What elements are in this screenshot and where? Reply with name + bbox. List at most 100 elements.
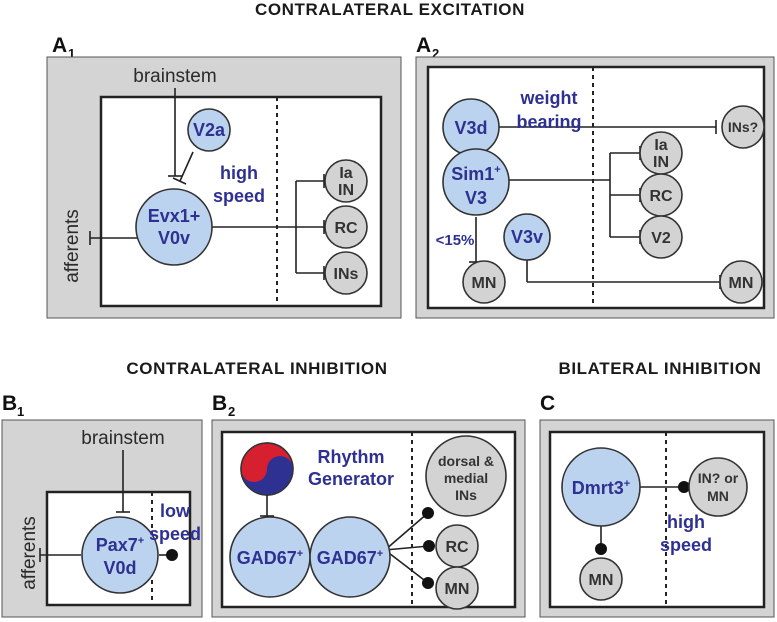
a1-v0v-label: V0v [158, 228, 190, 248]
a1-evx1-label: Evx1+ [148, 206, 201, 226]
yin-yang-blue-half [241, 456, 293, 495]
b1-pax7-superscript: + [138, 535, 144, 547]
panel-b1-letter: B [2, 392, 17, 415]
a2-rc-label: RC [649, 188, 673, 205]
panel-a1-subscript: 1 [68, 46, 75, 61]
panel-b1-subscript: 1 [17, 404, 24, 419]
a1-afferents-label: afferents [62, 209, 83, 283]
a2-v3v-label: V3v [511, 227, 543, 247]
a2-v3v-cell [503, 213, 551, 261]
panel-b1: B 1 brainstem afferents Pax7+ V0d low sp… [1, 392, 203, 618]
b2-terminal-dorsal [422, 507, 434, 519]
b1-speed-label-line2: speed [149, 524, 201, 544]
panel-a1: A 1 brainstem afferents V2a Evx1+ V0v hi… [46, 34, 402, 319]
b2-gad67-left-text: GAD67 [237, 548, 297, 568]
a1-speed-label-line2: speed [213, 186, 265, 206]
b2-dorsal-label: dorsal & [438, 453, 494, 469]
c-target-label-line2: MN [707, 488, 729, 504]
a1-speed-label-line1: high [220, 163, 258, 183]
c-target-cell [688, 457, 748, 517]
c-speed-label-line2: speed [660, 535, 712, 555]
c-dmrt3-label: Dmrt3+ [572, 478, 630, 498]
b1-speed-label-line1: low [160, 501, 191, 521]
a2-v3-label: V3 [465, 188, 487, 208]
panel-a2-letter: A [416, 34, 431, 57]
a2-v3d-label: V3d [454, 118, 487, 138]
b1-afferents-label: afferents [19, 516, 40, 590]
a2-bearing-label: bearing [516, 112, 581, 132]
a1-v2a-terminal [172, 177, 187, 185]
a1-rc-cell [324, 205, 368, 249]
panel-b2-letter: B [212, 392, 227, 415]
b2-gad67-right-cell [309, 516, 391, 598]
a2-mn-left-label: MN [472, 275, 497, 292]
b1-v0d-label: V0d [103, 558, 136, 578]
a1-ia-in-cell [324, 159, 368, 203]
b2-rc-label: RC [445, 539, 469, 556]
a2-v2-cell [639, 215, 683, 259]
b2-terminal-rc [423, 540, 435, 552]
b2-gad67-left-label: GAD67+ [237, 548, 303, 568]
c-terminal-ipsilateral [595, 543, 607, 555]
b2-generator-label: Generator [308, 469, 394, 489]
panel-c: C Dmrt3+ IN? or MN high speed MN [539, 392, 775, 618]
a1-v2a-cell [187, 108, 231, 152]
a1-evx1-cell [135, 188, 213, 266]
heading-bilateral-inhibition: BILATERAL INHIBITION [558, 359, 761, 378]
a1-ins-cell [324, 251, 368, 295]
panel-b2: B 2 Rhythm Generator GAD67+ GAD67+ dorsa… [211, 392, 526, 618]
b1-inhibitory-terminal [166, 549, 178, 561]
b2-gad67-left-superscript: + [297, 548, 303, 560]
a2-sim1-label: Sim1+ [451, 164, 500, 184]
a2-sim1-superscript: + [494, 164, 500, 176]
b2-gad67-right-superscript: + [377, 548, 383, 560]
b2-rhythm-label: Rhythm [318, 447, 385, 467]
b2-medial-label: medial [444, 470, 488, 486]
a1-rc-label: RC [334, 220, 358, 237]
a1-in-label: IN [338, 182, 354, 199]
a2-ins-q-cell [721, 105, 765, 149]
panel-b2-subscript: 2 [228, 404, 235, 419]
b2-axon-mn [384, 549, 429, 584]
c-dmrt3-superscript: + [624, 478, 630, 490]
a2-in-label: IN [653, 154, 669, 171]
c-dmrt3-text: Dmrt3 [572, 478, 624, 498]
a2-sim1-text: Sim1 [451, 164, 494, 184]
c-dmrt3-cell [561, 447, 641, 527]
a1-ins-label: INs [334, 266, 359, 283]
a1-ia-label: Ia [339, 165, 352, 182]
a2-sim1-cell [442, 148, 510, 216]
a2-percent-label: <15% [436, 232, 475, 249]
c-mn-cell [579, 557, 623, 601]
a1-brainstem-label: brainstem [133, 66, 216, 87]
panel-a1-letter: A [52, 34, 67, 57]
c-target-label-line1: IN? or [698, 470, 739, 486]
c-mn-label: MN [589, 572, 614, 589]
a1-v2a-projection [179, 151, 194, 182]
b2-axon-rc [384, 545, 430, 551]
b1-pax7-cell [81, 516, 159, 594]
heading-contralateral-excitation: CONTRALATERAL EXCITATION [255, 0, 525, 19]
heading-contralateral-inhibition: CONTRALATERAL INHIBITION [126, 359, 387, 378]
a2-ia-label: Ia [654, 137, 667, 154]
a1-v2a-label: V2a [193, 120, 226, 140]
b1-brainstem-label: brainstem [81, 428, 164, 449]
b1-pax7-text: Pax7 [96, 535, 138, 555]
a2-mn-right-label: MN [729, 275, 754, 292]
b2-mn-cell [435, 566, 479, 610]
b2-gad67-right-text: GAD67 [317, 548, 377, 568]
panel-a2-subscript: 2 [432, 46, 439, 61]
a2-mn-right-cell [719, 260, 763, 304]
rhythm-generator-icon [240, 442, 294, 496]
b2-mn-label: MN [445, 581, 470, 598]
panel-c-letter: C [540, 392, 555, 415]
a2-ins-q-label: INs? [728, 119, 758, 135]
a2-v2-label: V2 [651, 230, 671, 247]
a2-mn-left-cell [462, 260, 506, 304]
b2-ins-label: INs [455, 487, 477, 503]
b2-axon-dorsal [384, 512, 429, 551]
b2-gad67-right-label: GAD67+ [317, 548, 383, 568]
c-terminal-contralateral [678, 481, 690, 493]
b2-terminal-mn [422, 577, 434, 589]
